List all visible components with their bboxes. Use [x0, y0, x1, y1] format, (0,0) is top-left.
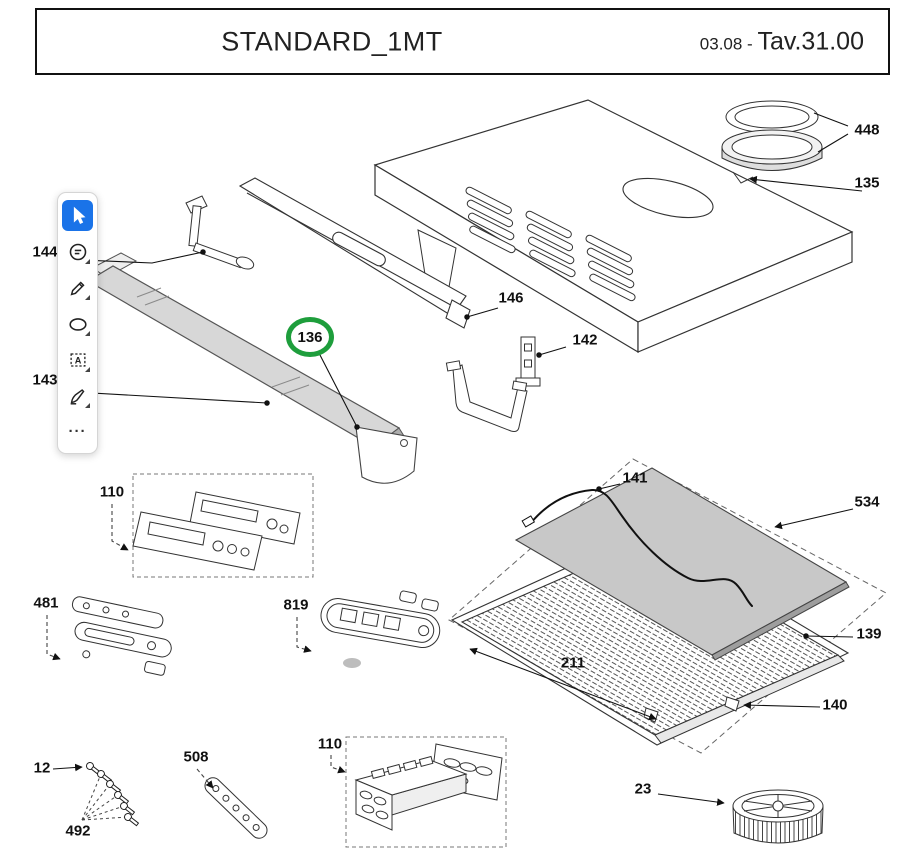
mounting-panel	[238, 177, 471, 329]
comment-tool-button[interactable]	[62, 236, 93, 267]
filter-assembly-boundary	[448, 458, 887, 754]
u-channel-bracket	[445, 360, 528, 432]
part-label-142: 142	[572, 331, 598, 349]
shapes-tool-button[interactable]	[62, 308, 93, 339]
strip-508	[204, 777, 268, 839]
part-label-448: 448	[854, 121, 880, 139]
part-label-211: 211	[560, 654, 586, 672]
part-label-139: 139	[856, 625, 882, 643]
part-label-492: 492	[65, 822, 91, 840]
switch-block-group	[345, 736, 507, 848]
switch-plate-819	[320, 590, 441, 668]
metal-panel-139	[514, 467, 850, 661]
glass-visor-panel	[86, 252, 418, 484]
date-code: 03.08 -	[699, 34, 758, 53]
dropdown-caret-icon	[85, 295, 90, 300]
part-label-534: 534	[854, 493, 880, 511]
comment-icon	[69, 243, 86, 260]
grease-filter	[450, 531, 850, 746]
hood-vent-slats	[465, 186, 636, 302]
part-label-23: 23	[634, 780, 652, 798]
draw-tool-button[interactable]	[62, 272, 93, 303]
part-label-110-upper: 110	[99, 483, 125, 501]
dropdown-caret-icon	[85, 259, 90, 264]
part-label-819: 819	[283, 596, 309, 614]
table-reference: 03.08 - Tav.31.00	[700, 27, 864, 56]
more-tools-button[interactable]: ···	[62, 416, 93, 447]
pencil-icon	[70, 280, 85, 295]
flange-rings	[721, 100, 823, 171]
text-box-tool-button[interactable]: A	[62, 344, 93, 375]
page-title: STANDARD_1MT	[221, 26, 443, 56]
part-label-144: 144	[32, 243, 58, 261]
page-header: STANDARD_1MT 03.08 - Tav.31.00	[35, 8, 890, 75]
dropdown-caret-icon	[85, 367, 90, 372]
select-tool-button[interactable]	[62, 200, 93, 231]
screws-group	[81, 762, 140, 827]
part-label-110-lower: 110	[317, 735, 343, 753]
part-label-12: 12	[33, 759, 51, 777]
part-label-140: 140	[822, 696, 848, 714]
cursor-icon	[73, 206, 85, 224]
hood-outlet-hole	[622, 177, 714, 219]
table-number: Tav.31.00	[757, 27, 864, 55]
part-label-136: 136	[297, 328, 323, 346]
signature-tool-button[interactable]	[62, 380, 93, 411]
highlight-annotation-136: 136	[286, 317, 334, 357]
control-module-group	[132, 473, 314, 578]
dropdown-caret-icon	[85, 331, 90, 336]
part-label-141: 141	[622, 469, 648, 487]
part-label-143: 143	[32, 371, 58, 389]
part-label-146: 146	[498, 289, 524, 307]
part-label-481: 481	[33, 594, 59, 612]
part-label-135: 135	[854, 174, 880, 192]
ellipse-icon	[68, 317, 87, 331]
part-label-508: 508	[183, 748, 209, 766]
charcoal-filter	[732, 789, 824, 844]
dropdown-caret-icon	[85, 403, 90, 408]
svg-text:A: A	[74, 355, 81, 365]
signature-icon	[70, 388, 84, 405]
wire-141	[521, 488, 753, 607]
ellipsis-icon: ···	[68, 423, 87, 440]
bracket-142	[515, 336, 541, 387]
text-annotation-icon: A	[69, 352, 86, 367]
support-bracket	[185, 195, 255, 270]
annotation-toolbar: A ···	[57, 192, 98, 454]
bracket-set-481	[71, 596, 172, 676]
hood-body	[373, 99, 854, 354]
